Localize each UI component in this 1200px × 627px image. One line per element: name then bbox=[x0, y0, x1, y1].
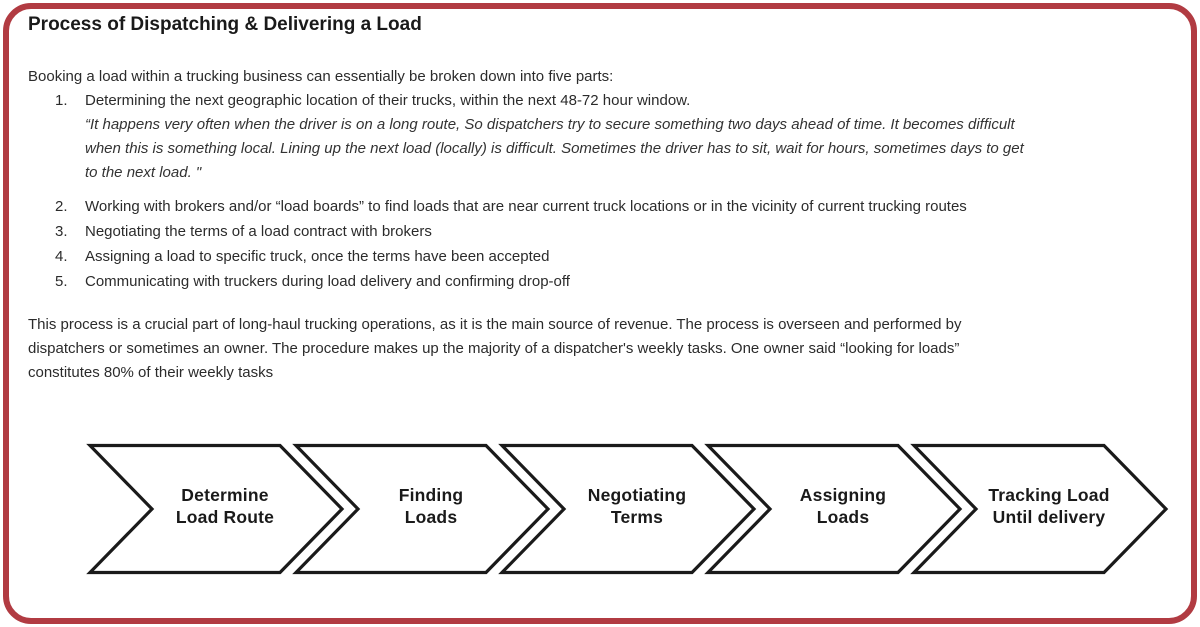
list-item-text: Determining the next geographic location… bbox=[85, 92, 691, 109]
step-label-line1: Determine bbox=[181, 485, 268, 505]
step-label-line2: Terms bbox=[611, 507, 663, 527]
chevron-arrow-shape bbox=[910, 443, 1169, 575]
step-label-line1: Tracking Load bbox=[988, 485, 1109, 505]
list-number: 4. bbox=[55, 248, 68, 265]
chevron-arrow-shape bbox=[292, 443, 551, 575]
chevron-arrow-shape bbox=[704, 443, 963, 575]
list-number: 5. bbox=[55, 273, 68, 290]
quote-line: when this is something local. Lining up … bbox=[85, 140, 1024, 157]
list-item-text: Negotiating the terms of a load contract… bbox=[85, 223, 432, 240]
paragraph-line: constitutes 80% of their weekly tasks bbox=[28, 364, 274, 381]
step-label-line2: Loads bbox=[817, 507, 870, 527]
list-number: 1. bbox=[55, 92, 68, 109]
list-item: 5. Communicating with truckers during lo… bbox=[55, 269, 1170, 294]
process-step-chevron-2: Finding Loads bbox=[292, 443, 551, 575]
process-step-chevron-1: Determine Load Route bbox=[86, 443, 345, 575]
step-label-line2: Loads bbox=[405, 507, 458, 527]
process-step-chevron-5: Tracking Load Until delivery bbox=[910, 443, 1169, 575]
list-item: 1. Determining the next geographic locat… bbox=[55, 89, 1170, 194]
numbered-list: 1. Determining the next geographic locat… bbox=[28, 89, 1170, 294]
closing-paragraph: This process is a crucial part of long-h… bbox=[28, 313, 1170, 385]
list-number: 3. bbox=[55, 223, 68, 240]
step-label-line2: Load Route bbox=[176, 507, 274, 527]
step-label-line1: Negotiating bbox=[588, 485, 686, 505]
list-item: 4. Assigning a load to specific truck, o… bbox=[55, 244, 1170, 269]
text-content: Process of Dispatching & Delivering a Lo… bbox=[28, 12, 1170, 385]
quote-line: “It happens very often when the driver i… bbox=[85, 116, 1015, 133]
step-label-line2: Until delivery bbox=[993, 507, 1106, 527]
list-item-text: Communicating with truckers during load … bbox=[85, 273, 570, 290]
process-flow-diagram: Determine Load Route Finding Loads Negot… bbox=[86, 443, 1169, 575]
page-title: Process of Dispatching & Delivering a Lo… bbox=[28, 14, 422, 35]
list-item-text: Working with brokers and/or “load boards… bbox=[85, 198, 967, 215]
quote-line: to the next load. " bbox=[85, 164, 202, 181]
process-step-chevron-4: Assigning Loads bbox=[704, 443, 963, 575]
list-item: 2. Working with brokers and/or “load boa… bbox=[55, 194, 1170, 219]
chevron-arrow-shape bbox=[86, 443, 345, 575]
paragraph-line: dispatchers or sometimes an owner. The p… bbox=[28, 340, 960, 357]
process-step-chevron-3: Negotiating Terms bbox=[498, 443, 757, 575]
step-label-line1: Assigning bbox=[800, 485, 886, 505]
list-number: 2. bbox=[55, 198, 68, 215]
list-item: 3. Negotiating the terms of a load contr… bbox=[55, 219, 1170, 244]
paragraph-line: This process is a crucial part of long-h… bbox=[28, 316, 962, 333]
list-item-text: Assigning a load to specific truck, once… bbox=[85, 248, 550, 265]
dispatcher-quote: “It happens very often when the driver i… bbox=[85, 113, 1170, 185]
step-label-line1: Finding bbox=[399, 485, 464, 505]
intro-text: Booking a load within a trucking busines… bbox=[28, 68, 614, 85]
chevron-arrow-shape bbox=[498, 443, 757, 575]
